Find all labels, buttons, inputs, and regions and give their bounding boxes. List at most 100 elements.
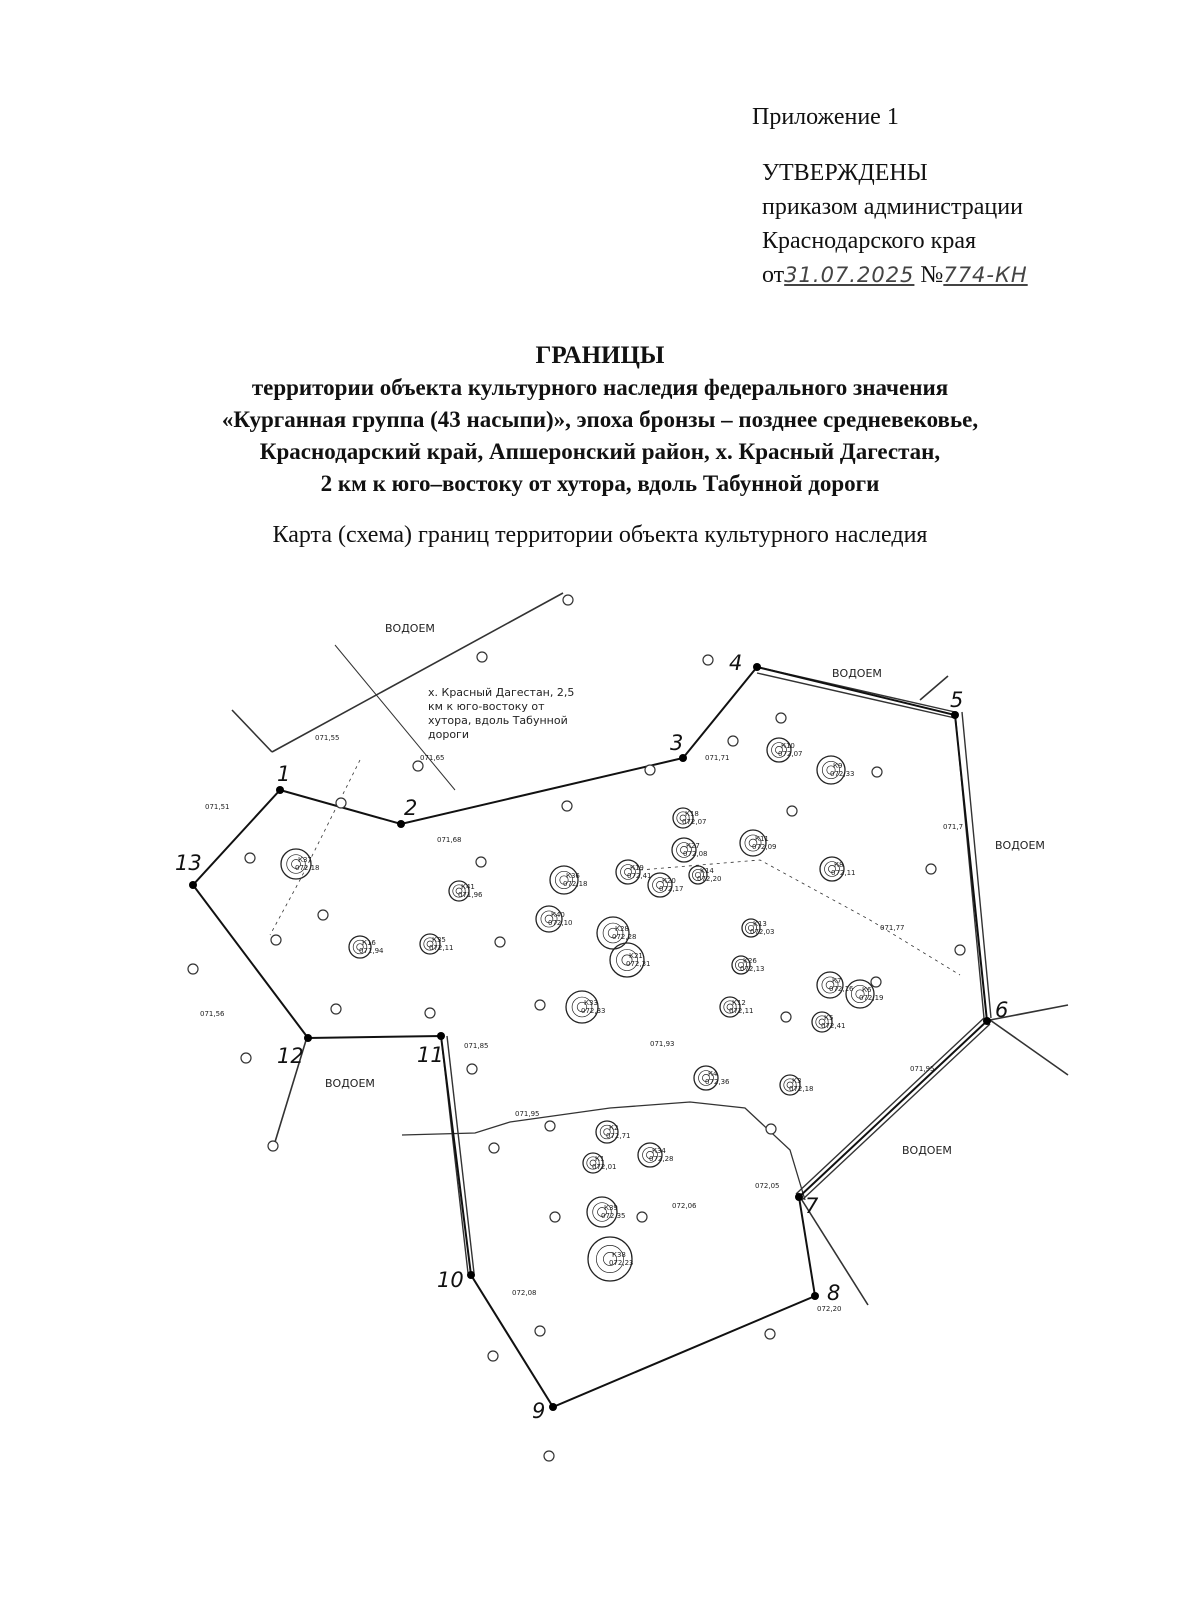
mound-contour (824, 861, 840, 877)
mound-elevation: 072,07 (778, 750, 803, 758)
mound-contour (688, 865, 708, 885)
mound-elevation: 072,11 (429, 944, 454, 952)
mound-id: К35 (432, 936, 446, 944)
mound-contour (744, 834, 762, 852)
mound-contour (646, 1151, 654, 1159)
mound-contour (637, 1142, 663, 1168)
mound-contour (535, 905, 563, 933)
survey-point (267, 1140, 279, 1152)
mound-contour (596, 1245, 624, 1273)
mound-contour (811, 1011, 833, 1033)
survey-point (644, 764, 656, 776)
mound-contour (616, 949, 638, 971)
mound-id: К1 (595, 1155, 604, 1163)
mound-id: К28 (615, 925, 629, 933)
mound-contour (596, 916, 630, 950)
double-road (801, 1023, 991, 1201)
mound-contour (603, 1128, 611, 1136)
elevation-label: 071,55 (315, 734, 340, 742)
mound-id: К6 (862, 986, 872, 994)
mound-contour (286, 854, 306, 874)
elevation-label: 072,06 (672, 1202, 697, 1210)
mound-contour (603, 1252, 617, 1266)
elevation-label: 071,65 (420, 754, 445, 762)
mound-elevation: 072,35 (601, 1212, 626, 1220)
point-number-9: 9 (532, 1399, 545, 1423)
mound-id: К5 (824, 1014, 833, 1022)
mound-contour (719, 996, 741, 1018)
mound-contour (816, 971, 844, 999)
mound-elevation: 072,09 (752, 843, 777, 851)
survey-point (871, 766, 883, 778)
mound-contour (726, 1003, 734, 1011)
mound-contour (821, 976, 839, 994)
water-label: ВОДОЕМ (325, 1077, 375, 1090)
elevation-label: 072,05 (755, 1182, 780, 1190)
water-edge (401, 1101, 806, 1201)
survey-point (549, 1211, 561, 1223)
survey-point (488, 1142, 500, 1154)
water-label: ВОДОЕМ (902, 1144, 952, 1157)
mound-contour (845, 979, 875, 1009)
mound-contour (739, 829, 767, 857)
water-label: ВОДОЕМ (832, 667, 882, 680)
mound-elevation: 072,01 (592, 1163, 617, 1171)
location-note-line: дороги (428, 728, 469, 741)
survey-point (543, 1450, 555, 1462)
mound-id: К18 (685, 810, 699, 818)
survey-point (786, 805, 798, 817)
mound-contour (672, 807, 694, 829)
boundary-point (276, 786, 284, 794)
mound-contour (624, 868, 632, 876)
mound-elevation: 072,28 (612, 933, 637, 941)
survey-point (702, 654, 714, 666)
boundary-point (679, 754, 687, 762)
dashed-line (639, 859, 961, 976)
mound-id: К12 (732, 999, 746, 1007)
mound-contour (676, 811, 690, 825)
order-line-2: Краснодарского края (762, 228, 977, 254)
road-line (799, 1196, 869, 1306)
mound-contour (291, 859, 301, 869)
double-road (446, 1035, 475, 1274)
mound-contour (607, 927, 619, 939)
mound-contour (586, 1196, 618, 1228)
point-number-3: 3 (670, 731, 683, 755)
mound-elevation: 072,18 (563, 880, 588, 888)
mound-contour (825, 980, 835, 990)
mound-id: К16 (362, 939, 376, 947)
boundary-point (467, 1271, 475, 1279)
road-line (231, 709, 273, 753)
mound-id: К41 (461, 883, 475, 891)
survey-point (317, 909, 329, 921)
mound-id: К26 (743, 957, 757, 965)
mound-contour (599, 1124, 615, 1140)
point-number-1: 1 (277, 762, 290, 786)
mound-contour (426, 940, 434, 948)
mound-id: К27 (686, 842, 700, 850)
survey-point (476, 651, 488, 663)
mound-contour (621, 954, 633, 966)
mound-contour (786, 1081, 794, 1089)
order-number: 774-КН (943, 263, 1028, 287)
elevation-label: 071,71 (705, 754, 730, 762)
mound-elevation: 072,41 (627, 872, 652, 880)
mound-id: К38 (612, 1251, 626, 1259)
pointer-line (334, 644, 456, 791)
elevation-label: 071,7 (943, 823, 963, 831)
elevation-label: 071,95 (910, 1065, 935, 1073)
boundary-point (437, 1032, 445, 1040)
mound-contour (815, 1015, 829, 1029)
mound-elevation: 072,18 (789, 1085, 814, 1093)
mound-elevation: 072,18 (295, 864, 320, 872)
mound-contour (680, 846, 688, 854)
mound-elevation: 072,16 (829, 985, 854, 993)
elevation-label: 071,85 (464, 1042, 489, 1050)
mound-elevation: 072,33 (581, 1007, 606, 1015)
survey-point (534, 1325, 546, 1337)
survey-point (424, 1007, 436, 1019)
boundary-point (753, 663, 761, 671)
point-number-4: 4 (729, 651, 742, 675)
mound-contour (693, 1065, 719, 1091)
double-road (961, 711, 992, 1019)
